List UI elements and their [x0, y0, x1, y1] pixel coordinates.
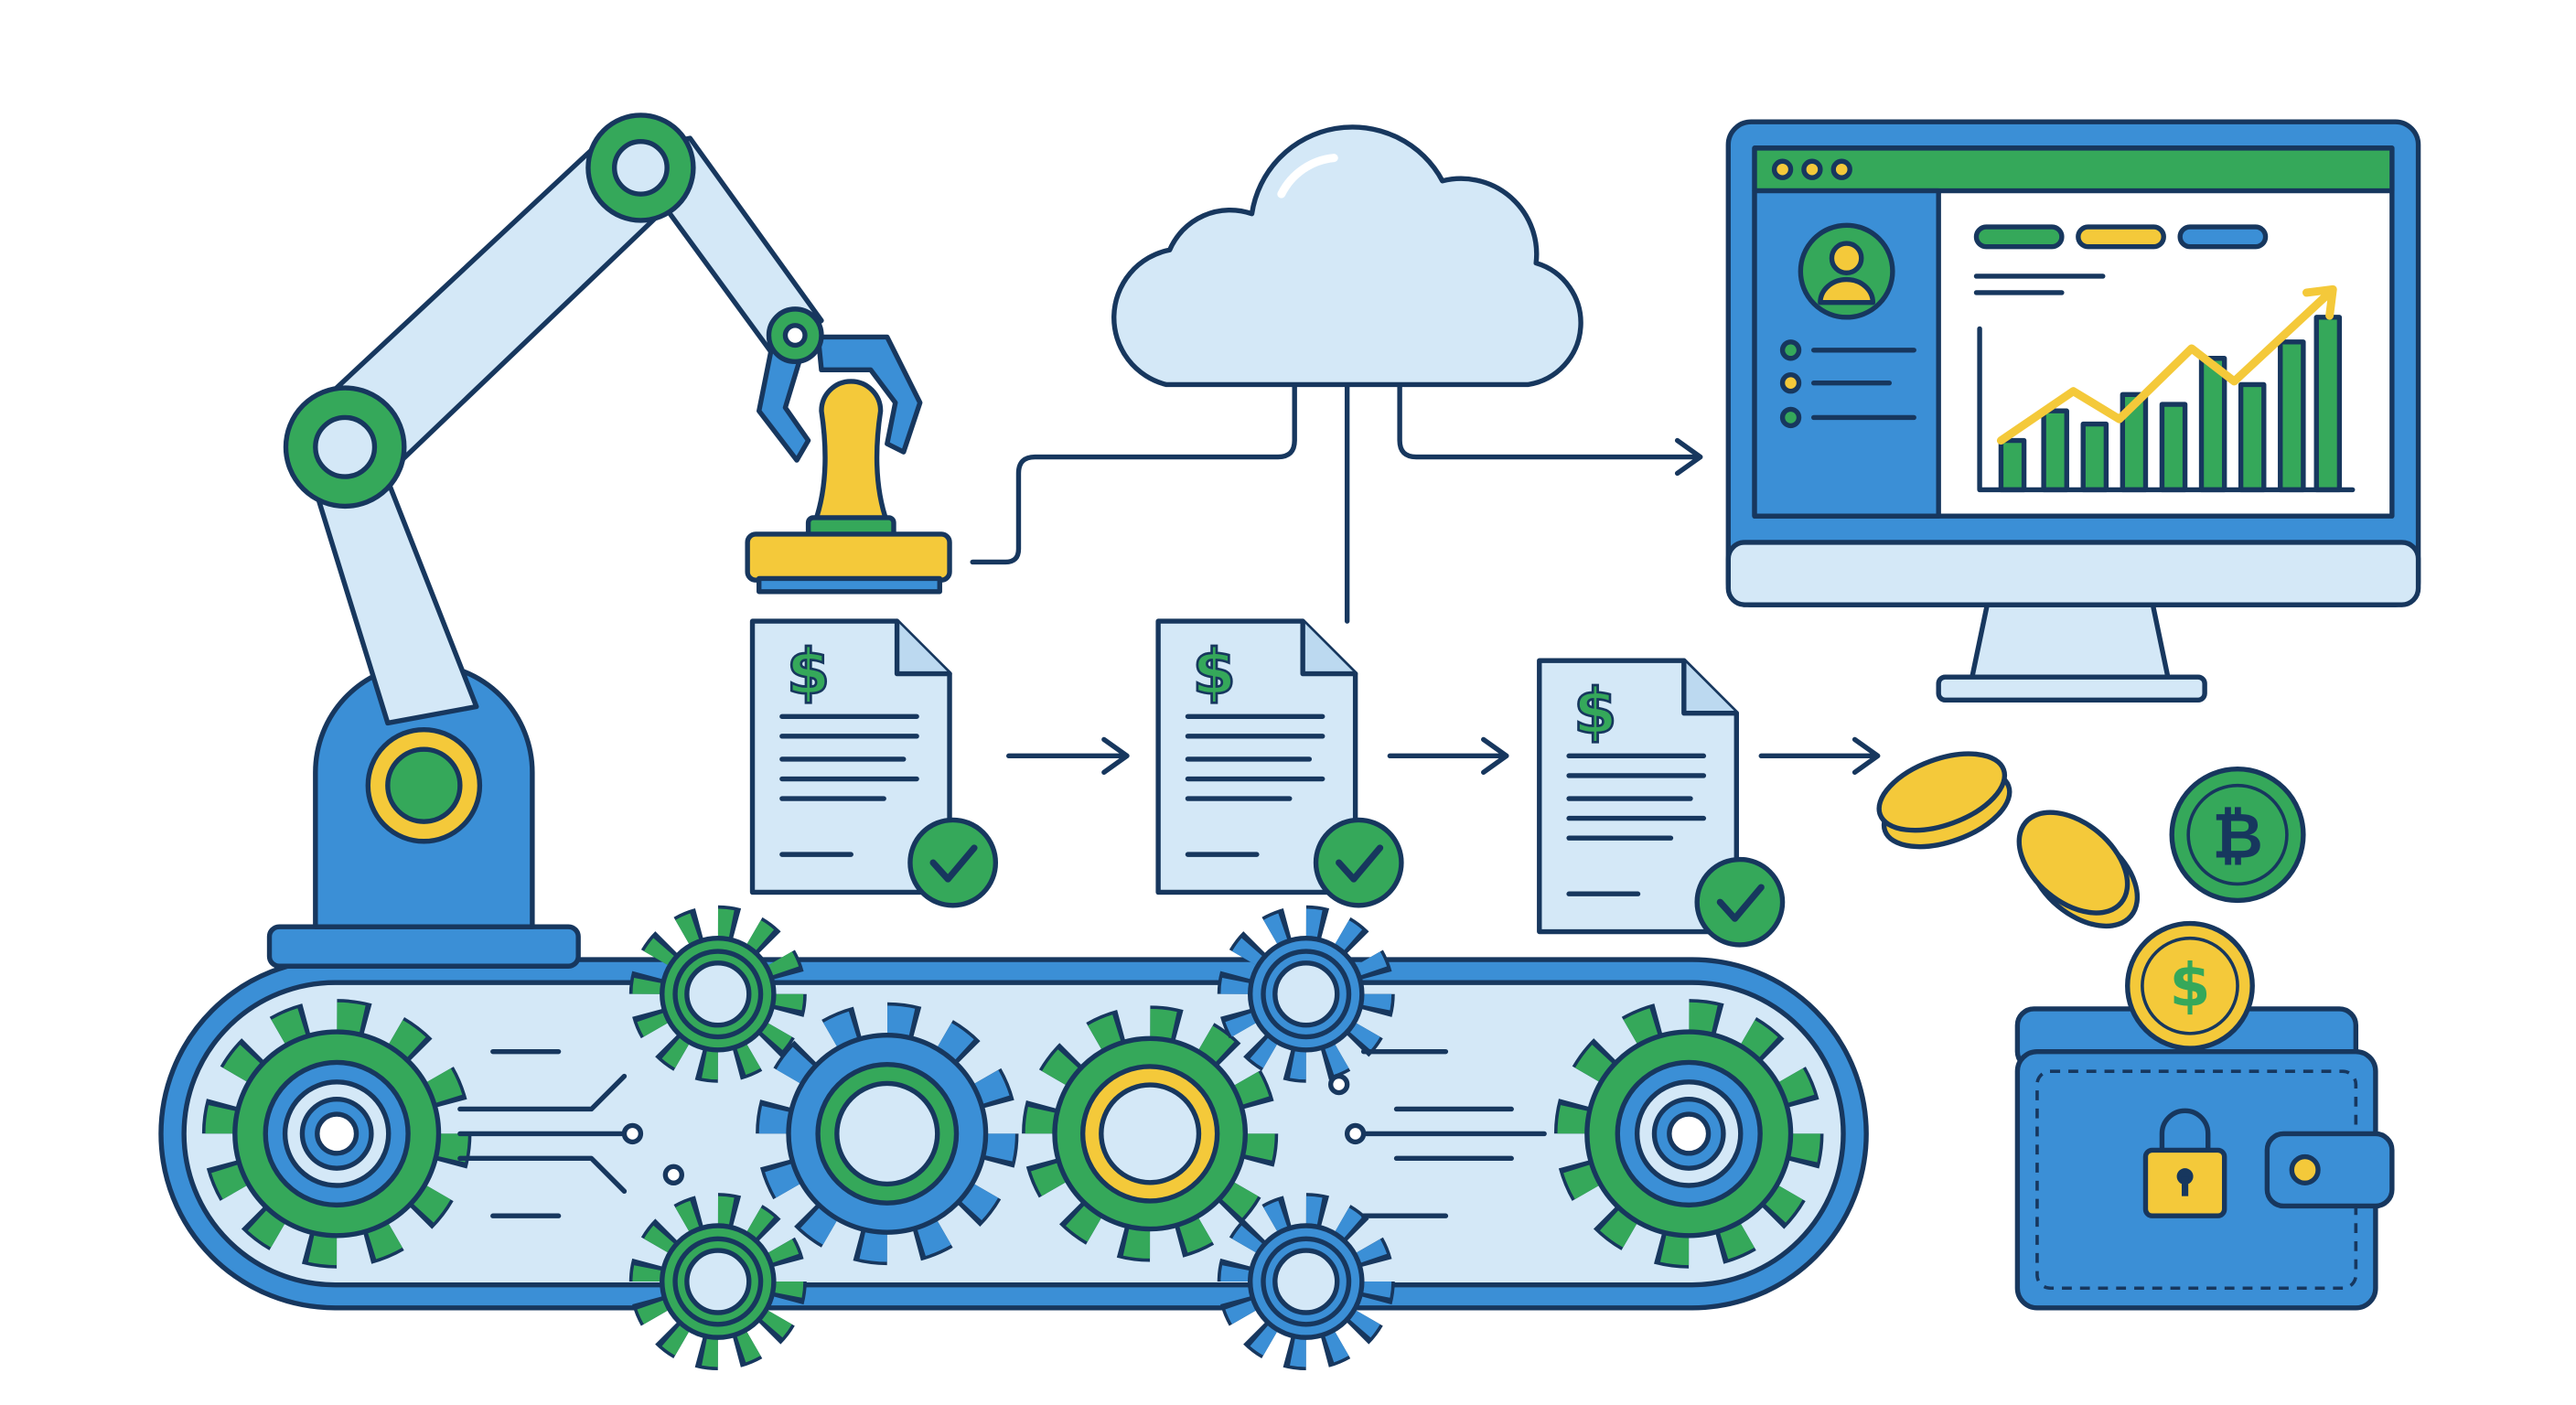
svg-text:₿: ₿ — [2212, 801, 2263, 874]
stamp-to-cloud-line — [970, 379, 1297, 565]
chart-bar — [2278, 339, 2306, 493]
flow-arrows — [970, 379, 1881, 776]
conveyor-belt-icon — [158, 905, 1869, 1371]
chart-bar — [2238, 381, 2267, 493]
bar-chart-icon — [1998, 315, 2343, 493]
chart-bar — [2313, 315, 2343, 493]
gear-icon — [628, 905, 807, 1083]
check-circle-icon — [1313, 817, 1404, 908]
gold-coin-icon — [1876, 751, 2012, 850]
gear-icon — [1553, 999, 1824, 1269]
dollar-sign-icon: $ — [787, 637, 830, 709]
check-circle-icon — [1694, 856, 1786, 948]
chart-bar — [1998, 437, 2027, 493]
user-avatar-icon — [1798, 222, 1895, 320]
gold-coin-icon — [2016, 810, 2141, 929]
arrow-right-icon — [1006, 736, 1130, 776]
dollar-sign-icon: $ — [1573, 676, 1616, 748]
bitcoin-icon: ₿ — [2169, 767, 2306, 904]
chart-bar — [2041, 408, 2069, 493]
robot-arm-icon — [266, 113, 952, 969]
circuit-lines — [457, 1048, 1547, 1218]
invoice-document-icon: $ — [1537, 658, 1786, 948]
monitor-dashboard-icon — [1725, 119, 2421, 702]
padlock-icon — [2142, 1108, 2227, 1218]
arrow-right-icon — [1387, 736, 1509, 776]
arrow-right-icon — [1397, 379, 1703, 477]
trend-arrow-icon — [1996, 284, 2337, 445]
check-circle-icon — [907, 817, 999, 908]
chart-bar — [2159, 402, 2188, 493]
wallet-clasp — [2264, 1131, 2395, 1209]
gear-icon — [201, 999, 472, 1269]
gear-icon — [1217, 905, 1395, 1083]
gear-icon — [756, 1002, 1019, 1266]
dollar-sign-icon: $ — [1192, 637, 1235, 709]
chart-bar — [2198, 356, 2227, 493]
wallet-icon: $ — [2014, 920, 2395, 1311]
coin-dollar-sign: $ — [2169, 951, 2210, 1020]
gear-icon — [628, 1193, 807, 1371]
chart-bar — [2080, 421, 2109, 493]
gold-coin-icon: $ — [2125, 920, 2255, 1051]
gripper-icon — [757, 306, 923, 463]
gear-icon — [1217, 1193, 1395, 1371]
gear-icon — [1022, 1005, 1279, 1262]
invoice-document-icon: $ — [749, 618, 999, 908]
stamp-icon — [745, 379, 952, 595]
arrow-right-icon — [1758, 736, 1881, 776]
invoice-document-icon: $ — [1155, 618, 1404, 908]
cloud-icon — [1111, 124, 1583, 388]
